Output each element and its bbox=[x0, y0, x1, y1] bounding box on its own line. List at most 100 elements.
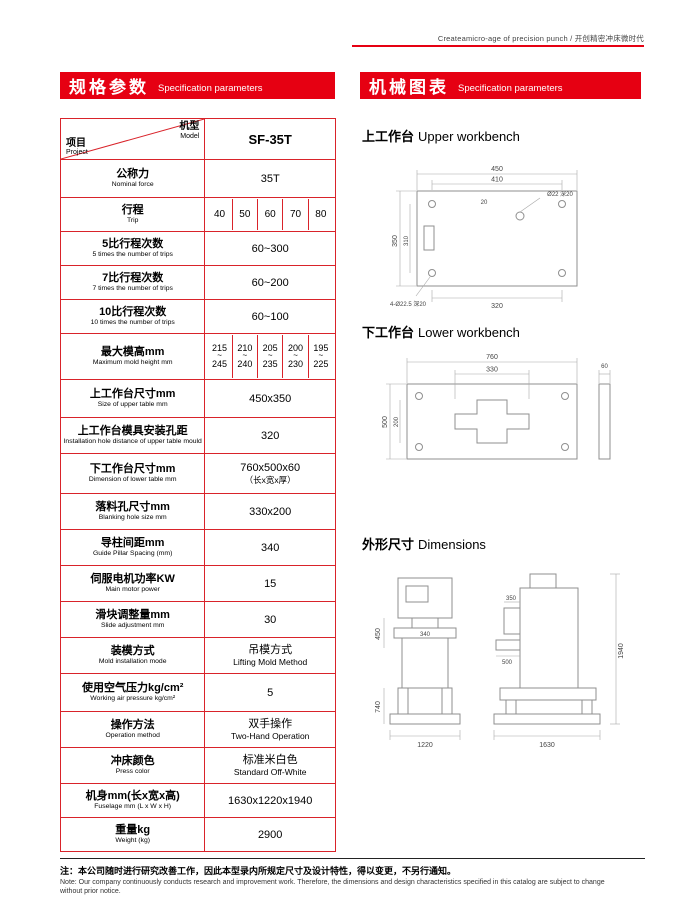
spec-row-air-pressure: 使用空气压力kg/cm² Working air pressure kg/cm²… bbox=[59, 673, 336, 712]
dim-450: 450 bbox=[491, 166, 503, 173]
dim-front-740: 740 bbox=[375, 701, 382, 713]
row-label: 伺服电机功率KW Main motor power bbox=[59, 565, 206, 602]
mold-height-range: 200 ~ 230 bbox=[282, 335, 307, 378]
row-value: 60~300 bbox=[204, 231, 336, 266]
trip-value: 40 bbox=[213, 209, 226, 220]
spec-row-press-color: 冲床颜色 Press color 标准米白色 Standard Off-Whit… bbox=[59, 747, 336, 784]
row-label: 最大模高mm Maximum mold height mm bbox=[59, 333, 206, 380]
dim-front-450: 450 bbox=[375, 628, 382, 640]
dim-side-350: 350 bbox=[506, 596, 517, 602]
spec-row-weight: 重量kg Weight (kg) 2900 bbox=[59, 817, 336, 852]
row-value: 450x350 bbox=[204, 379, 336, 418]
row-value: 吊模方式 Lifting Mold Method bbox=[204, 637, 336, 674]
footer-note-zh: 注：本公司随时进行研究改善工作，因此本型录内所规定尺寸及设计特性，得以变更，不另… bbox=[60, 866, 457, 876]
header-rule bbox=[352, 45, 644, 47]
model-value: SF-35T bbox=[204, 118, 336, 160]
row-value: 2900 bbox=[204, 817, 336, 852]
spec-title-en: Specification parameters bbox=[158, 82, 263, 94]
mold-height-range: 205 ~ 235 bbox=[257, 335, 282, 378]
mold-height-range: 195 ~ 225 bbox=[307, 335, 333, 378]
trip-value: 70 bbox=[282, 199, 307, 230]
row-label: 5比行程次数 5 times the number of trips bbox=[59, 231, 206, 266]
mold-height-range: 215 ~ 245 bbox=[212, 343, 228, 369]
row-value: 760x500x60 （长x宽x厚） bbox=[204, 453, 336, 494]
row-label: 10比行程次数 10 times the number of trips bbox=[59, 299, 206, 334]
row-label: 滑块调整量mm Slide adjustment mm bbox=[59, 601, 206, 638]
row-label: 公称力 Nominal force bbox=[59, 159, 206, 198]
dim-front-1220: 1220 bbox=[417, 742, 433, 749]
header-project: 项目 Project bbox=[66, 137, 88, 157]
header-project-model-cell: 机型 Model 项目 Project bbox=[59, 118, 206, 160]
dim-20: 20 bbox=[481, 200, 488, 206]
spec-table: 机型 Model 项目 Project SF-35T 公称力 Nominal f… bbox=[59, 118, 336, 852]
dim-410: 410 bbox=[491, 177, 503, 184]
row-label: 装模方式 Mold installation mode bbox=[59, 637, 206, 674]
trip-value: 80 bbox=[307, 199, 333, 230]
row-label: 行程 Trip bbox=[59, 197, 206, 232]
row-value: 标准米白色 Standard Off-White bbox=[204, 747, 336, 784]
spec-row-pillar-spacing: 导柱间距mm Guide Pillar Spacing (mm) 340 bbox=[59, 529, 336, 566]
row-label: 落料孔尺寸mm Blanking hole size mm bbox=[59, 493, 206, 530]
dim-hole-single: Ø22 深20 bbox=[547, 190, 573, 198]
spec-row-upper-table: 上工作台尺寸mm Size of upper table mm 450x350 bbox=[59, 379, 336, 418]
dim-front-340: 340 bbox=[420, 632, 431, 638]
dim-60: 60 bbox=[601, 364, 608, 370]
spec-row-trips5: 5比行程次数 5 times the number of trips 60~30… bbox=[59, 231, 336, 266]
spec-row-lower-table: 下工作台尺寸mm Dimension of lower table mm 760… bbox=[59, 453, 336, 494]
spec-row-blanking: 落料孔尺寸mm Blanking hole size mm 330x200 bbox=[59, 493, 336, 530]
spec-row-nominal-force: 公称力 Nominal force 35T bbox=[59, 159, 336, 198]
row-value: 35T bbox=[204, 159, 336, 198]
row-value: 5 bbox=[204, 673, 336, 712]
spec-row-trip: 行程 Trip 40 50 60 70 80 bbox=[59, 197, 336, 232]
row-label: 重量kg Weight (kg) bbox=[59, 817, 206, 852]
page-tagline: Createamicro-age of precision punch / 开创… bbox=[437, 34, 644, 43]
dimensions-drawing: 450 340 740 1220 350 500 1940 1630 bbox=[375, 573, 625, 749]
spec-row-trips7: 7比行程次数 7 times the number of trips 60~20… bbox=[59, 265, 336, 300]
spec-row-mold-height: 最大模高mm Maximum mold height mm 215 ~ 245 … bbox=[59, 333, 336, 380]
row-value: 双手操作 Two-Hand Operation bbox=[204, 711, 336, 748]
upper-workbench-drawing: 450 410 20 Ø22 深20 350 310 320 4-Ø22.5 深… bbox=[390, 166, 578, 310]
row-label: 下工作台尺寸mm Dimension of lower table mm bbox=[59, 453, 206, 494]
row-value: 215 ~ 245 210 ~ 240 205 ~ bbox=[204, 333, 336, 380]
dim-350: 350 bbox=[392, 235, 399, 247]
diagram-title-en: Specification parameters bbox=[458, 82, 563, 94]
row-value: 1630x1220x1940 bbox=[204, 783, 336, 818]
row-value: 340 bbox=[204, 529, 336, 566]
dim-side-1940: 1940 bbox=[618, 643, 625, 659]
spec-row-trips10: 10比行程次数 10 times the number of trips 60~… bbox=[59, 299, 336, 334]
row-label: 机身mm(长x宽x高) Fuselage mm (L x W x H) bbox=[59, 783, 206, 818]
row-value: 30 bbox=[204, 601, 336, 638]
header-model: 机型 Model bbox=[179, 121, 200, 140]
row-label: 冲床颜色 Press color bbox=[59, 747, 206, 784]
spec-row-operation: 操作方法 Operation method 双手操作 Two-Hand Oper… bbox=[59, 711, 336, 748]
row-label: 7比行程次数 7 times the number of trips bbox=[59, 265, 206, 300]
dim-500: 500 bbox=[382, 416, 389, 428]
spec-row-slide-adjustment: 滑块调整量mm Slide adjustment mm 30 bbox=[59, 601, 336, 638]
spec-section-title: 规格参数 Specification parameters bbox=[60, 72, 335, 99]
row-label: 导柱间距mm Guide Pillar Spacing (mm) bbox=[59, 529, 206, 566]
footer-rule bbox=[60, 858, 645, 859]
trip-value: 50 bbox=[231, 199, 257, 230]
dim-760: 760 bbox=[486, 354, 498, 361]
row-value: 60~100 bbox=[204, 299, 336, 334]
lower-workbench-drawing: 760 330 500 200 60 bbox=[382, 354, 611, 460]
diagram-section-title: 机械图表 Specification parameters bbox=[360, 72, 641, 99]
row-value: 330x200 bbox=[204, 493, 336, 530]
mold-height-range: 210 ~ 240 bbox=[231, 335, 257, 378]
dim-hole-corner: 4-Ø22.5 深20 bbox=[390, 300, 427, 308]
row-label: 使用空气压力kg/cm² Working air pressure kg/cm² bbox=[59, 673, 206, 712]
dim-310: 310 bbox=[404, 235, 410, 246]
spec-row-mold-mode: 装模方式 Mold installation mode 吊模方式 Lifting… bbox=[59, 637, 336, 674]
row-value: 320 bbox=[204, 417, 336, 454]
row-value: 40 50 60 70 80 bbox=[204, 197, 336, 232]
row-label: 操作方法 Operation method bbox=[59, 711, 206, 748]
trip-value: 60 bbox=[257, 199, 282, 230]
spec-row-fuselage: 机身mm(长x宽x高) Fuselage mm (L x W x H) 1630… bbox=[59, 783, 336, 818]
row-value: 60~200 bbox=[204, 265, 336, 300]
row-label: 上工作台模具安装孔距 Installation hole distance of… bbox=[59, 417, 206, 454]
spec-title-zh: 规格参数 bbox=[69, 78, 149, 97]
